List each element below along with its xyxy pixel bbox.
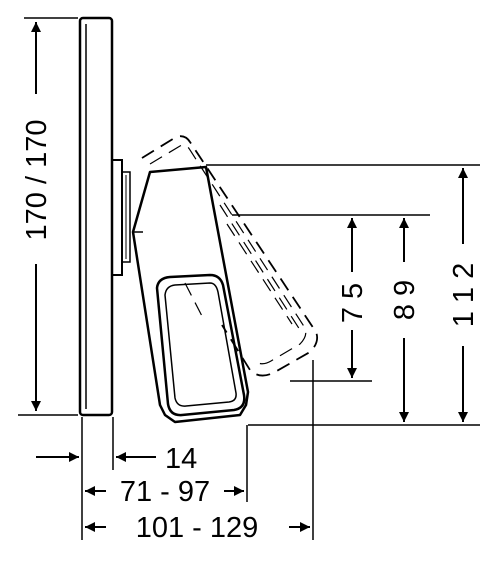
label-89: 8 9: [389, 280, 421, 320]
label-71-97: 71 - 97: [120, 476, 210, 508]
dimension-101-129: 101 - 129: [85, 512, 310, 544]
dimension-89: 8 9: [389, 218, 421, 422]
label-112: 1 1 2: [448, 263, 480, 328]
right-extension-lines: [206, 164, 480, 426]
bottom-extension-lines: [81, 360, 314, 540]
label-170-170: 170 / 170: [21, 120, 53, 241]
label-75: 7 5: [337, 283, 369, 323]
mounting-collar: [111, 159, 131, 276]
dimension-112: 1 1 2: [448, 168, 480, 422]
dimension-height-plate: 170 / 170: [18, 17, 78, 416]
mixer-lever-solid: [131, 165, 250, 424]
dimension-71-97: 71 - 97: [85, 476, 244, 508]
wall-plate: [78, 16, 114, 417]
dimension-75: 7 5: [337, 218, 369, 378]
label-14: 14: [165, 443, 197, 475]
dimension-14: 14: [36, 443, 197, 475]
mixer-lever-dashed: [141, 135, 319, 377]
label-101-129: 101 - 129: [136, 512, 259, 544]
